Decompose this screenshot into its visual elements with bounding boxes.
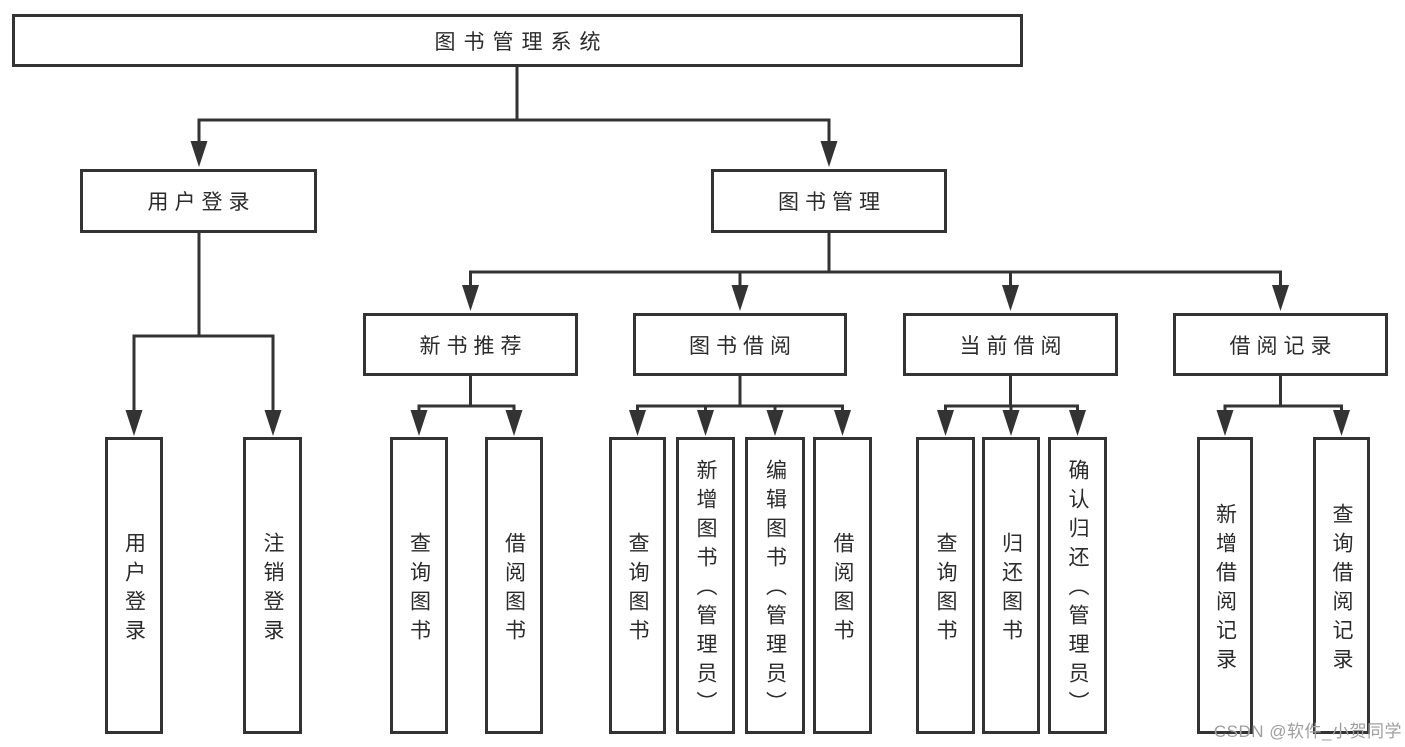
node-book-borrow: 图书借阅 [633,313,847,376]
node-current-borrow-label: 当前借阅 [959,334,1068,358]
connector-current-borrow-children [937,376,1086,436]
leaf-user-login: 用户登录 [105,437,163,734]
leaf-cb-confirm-return-admin-label: 确认归还（管理员） [1066,459,1089,720]
connector-book-management-children [462,231,1289,311]
node-new-book-recommend: 新书推荐 [363,313,578,376]
connector-new-book-children [410,376,523,436]
node-book-management-label: 图书管理 [778,191,886,214]
connector-root-to-level2 [190,64,838,167]
leaf-bb-add-books-admin: 新增图书（管理员） [676,437,735,734]
leaf-logout: 注销登录 [243,437,302,734]
leaf-cb-query-books: 查询图书 [916,437,975,734]
leaf-cb-confirm-return-admin: 确认归还（管理员） [1048,437,1107,734]
leaf-nb-query-books: 查询图书 [390,437,448,734]
leaf-logout-label: 注销登录 [261,531,284,648]
leaf-bb-add-books-admin-label: 新增图书（管理员） [694,459,717,720]
node-book-borrow-label: 图书借阅 [689,334,797,358]
leaf-br-add-borrow-record-label: 新增借阅记录 [1213,502,1237,677]
node-user-login-label: 用户登录 [147,191,256,214]
leaf-bb-borrow-books: 借阅图书 [813,437,872,734]
leaf-cb-return-books-label: 归还图书 [999,531,1023,648]
csdn-watermark: CSDN @软件_小贺同学 [1213,722,1402,741]
node-current-borrow: 当前借阅 [903,313,1118,376]
root-node-library-management-system: 图书管理系统 [12,14,1023,67]
leaf-br-add-borrow-record: 新增借阅记录 [1197,437,1253,734]
leaf-nb-borrow-books-label: 借阅图书 [502,531,526,648]
node-book-management: 图书管理 [711,169,947,233]
leaf-nb-borrow-books: 借阅图书 [485,437,543,734]
leaf-cb-query-books-label: 查询图书 [934,531,957,648]
node-new-book-recommend-label: 新书推荐 [419,334,528,358]
connector-user-login-children [125,231,282,436]
leaf-bb-edit-books-admin: 编辑图书（管理员） [745,437,805,734]
leaf-bb-edit-books-admin-label: 编辑图书（管理员） [763,459,787,720]
node-user-login: 用户登录 [80,169,317,233]
root-node-label: 图书管理系统 [434,30,609,54]
leaf-bb-query-books-label: 查询图书 [626,531,649,648]
node-borrow-records: 借阅记录 [1173,313,1388,376]
connector-borrow-records-children [1216,376,1350,436]
leaf-user-login-label: 用户登录 [122,531,146,648]
node-borrow-records-label: 借阅记录 [1229,334,1338,358]
leaf-cb-return-books: 归还图书 [982,437,1040,734]
leaf-nb-query-books-label: 查询图书 [407,531,431,648]
leaf-bb-borrow-books-label: 借阅图书 [831,531,854,648]
leaf-br-query-borrow-record: 查询借阅记录 [1313,437,1370,734]
connector-book-borrow-children [629,376,851,436]
leaf-br-query-borrow-record-label: 查询借阅记录 [1330,502,1353,677]
leaf-bb-query-books: 查询图书 [609,437,666,734]
